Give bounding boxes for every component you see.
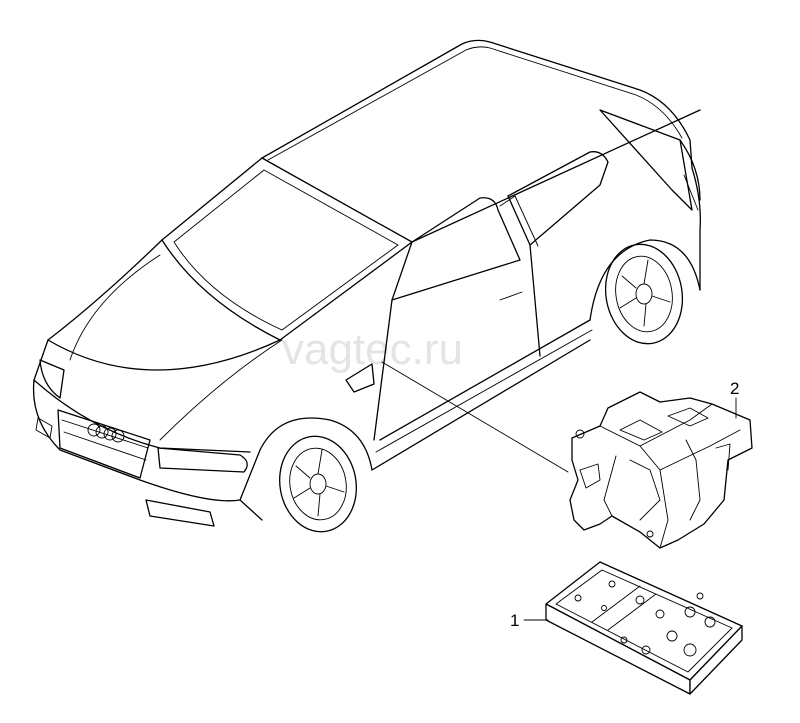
rear-wheel: [604, 243, 684, 345]
callout-label-2: 2: [730, 379, 739, 398]
front-wheel: [279, 435, 357, 533]
callout-label-1: 1: [510, 611, 519, 630]
callout-1: 1: [510, 611, 549, 630]
leader-line-part-2: [381, 361, 569, 473]
part-2-tray-bracket: [569, 391, 753, 549]
part-1-storage-box: [545, 561, 743, 695]
car-illustration: [32, 39, 701, 533]
brand-logo-icon: [87, 423, 125, 443]
callout-2: 2: [730, 379, 739, 419]
